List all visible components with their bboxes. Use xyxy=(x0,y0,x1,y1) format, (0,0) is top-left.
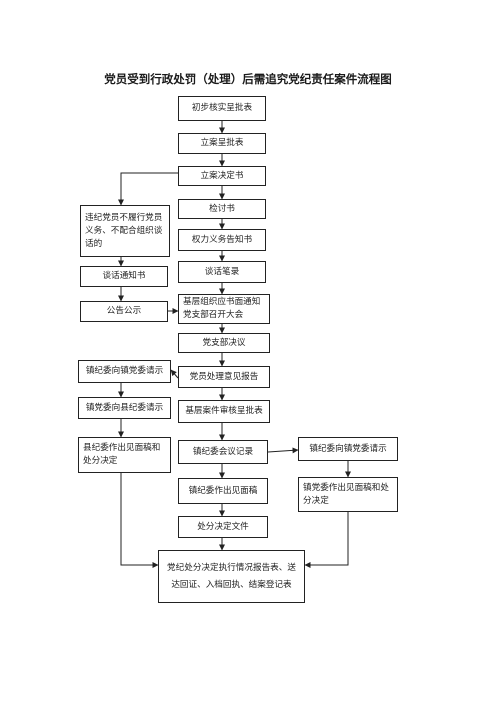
node-case-filing-decision: 立案决定书 xyxy=(178,166,266,186)
arrow-decision-to-noncompliant xyxy=(118,172,178,206)
node-branch-resolution: 党支部决议 xyxy=(178,333,270,353)
node-case-filing-report: 立案呈批表 xyxy=(178,133,266,154)
node-town-commission-request-1: 镇纪委向镇党委请示 xyxy=(78,360,171,383)
node-noncompliant-member: 违纪党员不履行党员义务、不配合组织谈话的 xyxy=(80,205,170,257)
node-talk-record: 谈话笔录 xyxy=(178,261,266,283)
node-town-party-request-county: 镇党委向县纪委请示 xyxy=(78,397,171,419)
node-grassroots-notice: 基层组织应书面通知党支部召开大会 xyxy=(178,294,270,324)
node-self-criticism: 检讨书 xyxy=(178,199,266,219)
node-town-party-opinion: 镇党委作出见面稿和处分决定 xyxy=(298,477,398,512)
arrow-party-opinion-to-final xyxy=(304,512,349,568)
node-member-handling-report: 党员处理意见报告 xyxy=(178,366,270,388)
node-final-report: 党纪处分决定执行情况报告表、送达回证、入档回执、结案登记表 xyxy=(158,550,305,603)
arrow-meeting-to-town-request xyxy=(267,447,299,454)
arrow-county-opinion-to-final xyxy=(120,473,159,568)
node-preliminary-check: 初步核实呈批表 xyxy=(178,96,266,121)
node-talk-notice: 谈话通知书 xyxy=(80,266,168,287)
arrow-report-to-town-request xyxy=(170,369,179,379)
node-town-commission-opinion: 镇纪委作出见面稿 xyxy=(178,478,268,504)
node-town-meeting-record: 镇纪委会议记录 xyxy=(178,440,268,464)
node-punishment-decision: 处分决定文件 xyxy=(178,516,268,538)
node-county-commission-opinion: 县纪委作出见面稿和处分决定 xyxy=(78,437,171,473)
flowchart-title: 党员受到行政处罚（处理）后需追究党纪责任案件流程图 xyxy=(104,72,392,86)
node-public-notice: 公告公示 xyxy=(80,301,168,322)
node-town-commission-request-2: 镇纪委向镇党委请示 xyxy=(298,437,398,461)
node-rights-notice: 权力义务告知书 xyxy=(178,229,266,251)
node-grassroots-case-review: 基层案件审核呈批表 xyxy=(178,400,270,423)
